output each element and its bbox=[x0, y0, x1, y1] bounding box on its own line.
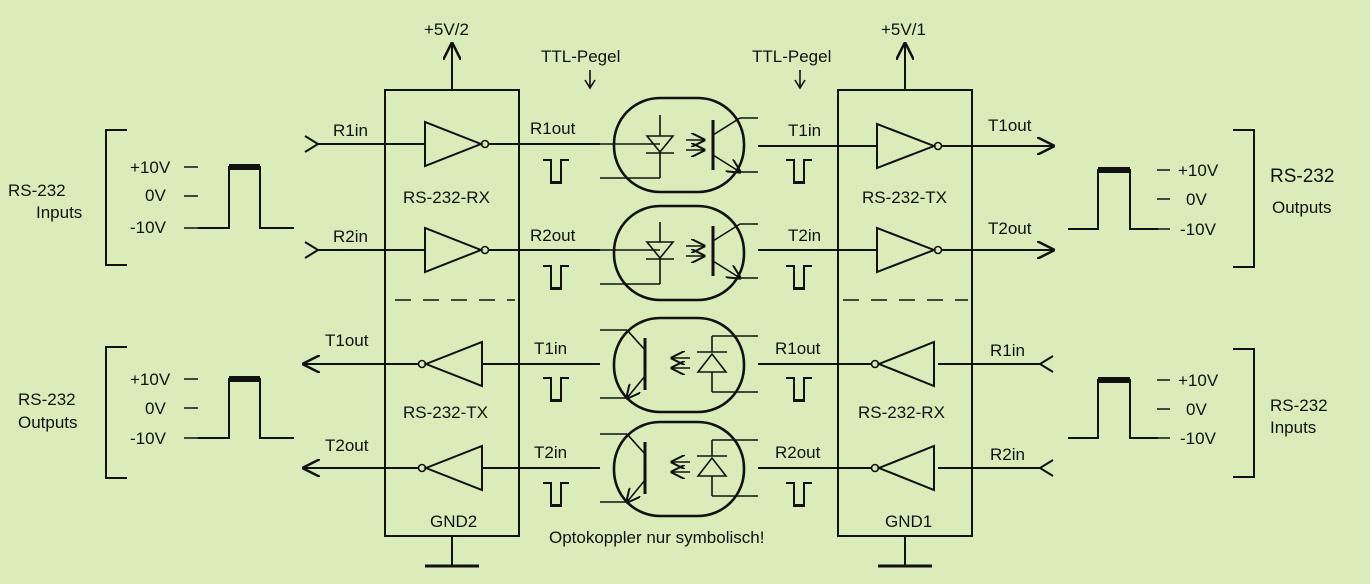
r2in-left-label: R2in bbox=[333, 227, 368, 246]
r1in-left-label: R1in bbox=[333, 121, 368, 140]
level-low-label: -10V bbox=[1180, 220, 1217, 239]
left-top-group-line2: Inputs bbox=[36, 203, 82, 222]
left-bottom-bracket bbox=[105, 346, 127, 479]
right-top-group-line1: RS-232 bbox=[1270, 166, 1334, 187]
ttl-pulse-icon bbox=[786, 265, 812, 290]
right-ic-rx-label: RS-232-RX bbox=[858, 403, 945, 422]
left-ic-box bbox=[384, 89, 520, 537]
rs232-pulse-icon bbox=[1068, 169, 1158, 230]
left-top-bracket bbox=[105, 129, 127, 266]
left-bottom-group-line1: RS-232 bbox=[18, 390, 76, 409]
level-ticks bbox=[184, 378, 198, 439]
right-bottom-bracket bbox=[1233, 348, 1255, 478]
optocoupler-3-icon bbox=[600, 316, 758, 414]
r1in-right-line bbox=[938, 355, 1054, 373]
level-ticks bbox=[184, 166, 198, 229]
r1out-left-label: R1out bbox=[530, 119, 576, 138]
ttl-pulse-icon bbox=[543, 377, 569, 402]
level-low-label: -10V bbox=[1180, 429, 1217, 448]
r1in-right-label: R1in bbox=[990, 341, 1025, 360]
ttl-left-arrow bbox=[584, 70, 596, 90]
level-zero-label: 0V bbox=[1186, 190, 1207, 209]
t2in-left-label: T2in bbox=[534, 443, 567, 462]
ttl-pulse-icon bbox=[786, 159, 812, 184]
level-ticks bbox=[1157, 169, 1170, 230]
left-top-group-line1: RS-232 bbox=[8, 181, 66, 200]
optocoupler-4-icon bbox=[600, 420, 758, 518]
level-low-label: -10V bbox=[130, 218, 167, 237]
level-zero-label: 0V bbox=[145, 186, 166, 205]
left-tx1-buffer bbox=[417, 340, 483, 388]
gnd-right-label: GND1 bbox=[885, 512, 932, 531]
rs232-pulse-top bbox=[229, 376, 260, 382]
supply-right-label: +5V/1 bbox=[881, 20, 926, 39]
rs232-pulse-top bbox=[1098, 167, 1130, 173]
right-tx2-buffer bbox=[876, 226, 943, 274]
gnd-right-symbol bbox=[878, 536, 932, 568]
r2out-right-label: R2out bbox=[775, 443, 821, 462]
rs232-pulse-icon bbox=[1068, 379, 1158, 439]
right-tx1-buffer bbox=[876, 122, 943, 170]
ttl-pulse-icon bbox=[543, 159, 569, 184]
right-rx2-buffer bbox=[870, 444, 935, 492]
r1in-left-line bbox=[304, 135, 425, 153]
level-high-label: +10V bbox=[1178, 161, 1219, 180]
left-rx1-buffer bbox=[424, 120, 490, 168]
right-ic-tx-label: RS-232-TX bbox=[862, 188, 947, 207]
rs232-pulse-top bbox=[229, 164, 260, 170]
t2out-left-label: T2out bbox=[325, 436, 369, 455]
level-zero-label: 0V bbox=[1186, 400, 1207, 419]
ttl-right-arrow bbox=[794, 70, 806, 90]
left-rx2-buffer bbox=[424, 226, 490, 274]
right-bottom-group-line1: RS-232 bbox=[1270, 396, 1328, 415]
left-tx2-buffer bbox=[417, 444, 483, 492]
supply-left-label: +5V/2 bbox=[424, 20, 469, 39]
optocoupler-2-icon bbox=[600, 204, 758, 302]
level-high-label: +10V bbox=[1178, 371, 1219, 390]
ttl-left-label: TTL-Pegel bbox=[541, 47, 620, 66]
right-bottom-group-line2: Inputs bbox=[1270, 418, 1316, 437]
ttl-pulse-icon bbox=[543, 482, 569, 507]
right-rx1-buffer bbox=[870, 340, 935, 388]
right-top-bracket bbox=[1233, 129, 1255, 268]
r2in-right-label: R2in bbox=[990, 445, 1025, 464]
gnd-left-symbol bbox=[425, 536, 479, 568]
right-top-group-line2: Outputs bbox=[1272, 198, 1332, 217]
optocoupler-1-icon bbox=[600, 96, 758, 194]
rs232-pulse-top bbox=[1098, 377, 1130, 383]
t2in-right-label: T2in bbox=[788, 226, 821, 245]
level-ticks bbox=[1157, 379, 1170, 439]
t1out-right-label: T1out bbox=[988, 116, 1032, 135]
r2out-left-label: R2out bbox=[530, 226, 576, 245]
t1out-left-label: T1out bbox=[325, 331, 369, 350]
gnd-left-label: GND2 bbox=[430, 512, 477, 531]
r2in-right-line bbox=[938, 459, 1054, 477]
r1out-right-label: R1out bbox=[775, 339, 821, 358]
level-low-label: -10V bbox=[130, 429, 167, 448]
ttl-pulse-icon bbox=[786, 377, 812, 402]
rs232-pulse-icon bbox=[198, 378, 294, 439]
left-bottom-group-line2: Outputs bbox=[18, 413, 78, 432]
t1in-right-label: T1in bbox=[788, 121, 821, 140]
ttl-pulse-icon bbox=[786, 482, 812, 507]
left-ic-rx-label: RS-232-RX bbox=[403, 188, 490, 207]
t2out-right-label: T2out bbox=[988, 219, 1032, 238]
left-ic-tx-label: RS-232-TX bbox=[403, 403, 488, 422]
t1in-left-label: T1in bbox=[534, 339, 567, 358]
optocoupler-note: Optokoppler nur symbolisch! bbox=[549, 528, 764, 547]
level-high-label: +10V bbox=[130, 158, 171, 177]
ttl-pulse-icon bbox=[543, 265, 569, 290]
rs232-pulse-icon bbox=[198, 166, 294, 229]
level-high-label: +10V bbox=[130, 370, 171, 389]
level-zero-label: 0V bbox=[145, 399, 166, 418]
r2in-left-line bbox=[304, 241, 425, 259]
ttl-right-label: TTL-Pegel bbox=[752, 47, 831, 66]
